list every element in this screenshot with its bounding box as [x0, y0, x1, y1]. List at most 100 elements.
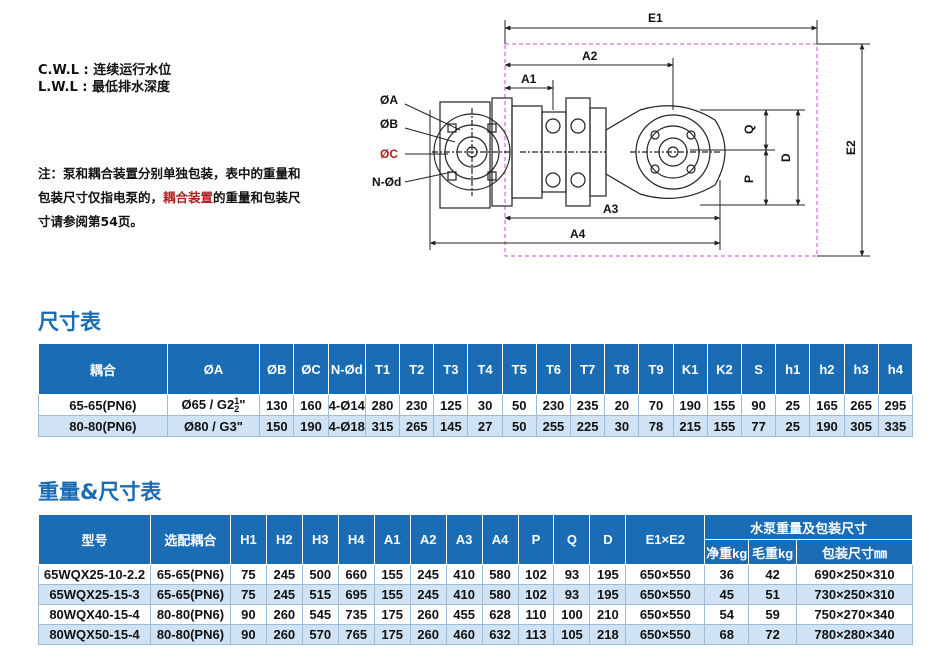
cell: 730×250×310	[796, 584, 913, 605]
col-header: T4	[467, 343, 503, 395]
cell: 245	[409, 564, 447, 585]
cell: 70	[638, 394, 674, 416]
cell: 36	[704, 564, 750, 585]
remark-highlight: 耦合装置	[163, 190, 214, 205]
col-header: T2	[399, 343, 435, 395]
col-header: K2	[706, 343, 742, 395]
cell: 230	[535, 394, 572, 416]
col-header: H4	[337, 514, 375, 565]
cell: 160	[293, 394, 329, 416]
cell: 42	[748, 564, 798, 585]
cell: 210	[589, 604, 627, 625]
cell: 190	[809, 415, 845, 437]
pump-dimension-drawing: E1 A2 A1 A3 A4 E2 Q P D ØA ØB ØC N-Ød	[372, 11, 870, 257]
cell: 650×550	[625, 604, 706, 625]
cell: 80-80(PN6)	[149, 624, 231, 645]
cell: 150	[259, 415, 295, 437]
cell: 90	[229, 604, 267, 625]
cell: 80-80(PN6)	[149, 604, 231, 625]
col-header: E1×E2	[625, 514, 706, 565]
cell: 650×550	[625, 564, 706, 585]
cell: 650×550	[625, 584, 706, 605]
group-header: 水泵重量及包装尺寸	[704, 514, 913, 540]
cell: 50	[501, 415, 537, 437]
cell: 660	[337, 564, 375, 585]
cell: 27	[467, 415, 503, 437]
cell: 245	[265, 564, 303, 585]
col-header: 耦合	[38, 343, 168, 395]
col-header: T5	[501, 343, 537, 395]
cell: 4-Ø18	[327, 415, 366, 437]
remark-prefix: 注：泵和耦合装置分别单独包装，表中的重量和包装尺寸仅指电泵的，	[38, 166, 301, 205]
col-header: h3	[843, 343, 879, 395]
cell: 460	[445, 624, 483, 645]
col-header: H2	[265, 514, 303, 565]
cell: 315	[364, 415, 401, 437]
cell: 4-Ø14	[327, 394, 366, 416]
cell: 155	[706, 394, 742, 416]
cell: 570	[301, 624, 339, 645]
col-header: T6	[535, 343, 572, 395]
cell: 113	[517, 624, 555, 645]
cell: 500	[301, 564, 339, 585]
cell: 90	[740, 394, 777, 416]
inch-mark: "	[239, 396, 246, 412]
inlet-flange	[432, 101, 512, 209]
cell: 30	[604, 415, 640, 437]
cell: 68	[704, 624, 750, 645]
cell: 130	[259, 394, 295, 416]
col-header: H3	[301, 514, 339, 565]
oa-value: Ø65 / G2	[181, 396, 235, 412]
label-a4: A4	[570, 227, 586, 241]
col-header: D	[589, 514, 627, 565]
label-a2: A2	[582, 49, 598, 63]
col-header: A3	[445, 514, 483, 565]
pump-body	[605, 105, 726, 199]
col-header: ØC	[293, 343, 329, 395]
cell: 215	[672, 415, 708, 437]
cell: 750×270×340	[796, 604, 913, 625]
col-header: T7	[570, 343, 606, 395]
cell: 580	[481, 584, 519, 605]
col-header: h4	[877, 343, 914, 395]
col-header: T9	[638, 343, 674, 395]
col-header: h1	[775, 343, 811, 395]
label-a1: A1	[521, 72, 537, 86]
weight-dimension-table-title: 重量&尺寸表	[38, 480, 162, 504]
cell: 25	[775, 415, 811, 437]
col-header: A2	[409, 514, 447, 565]
cell: 265	[843, 394, 879, 416]
cell: 155	[373, 564, 411, 585]
cell: 260	[265, 624, 303, 645]
cell: 145	[433, 415, 469, 437]
cell: 125	[433, 394, 469, 416]
cell: 65WQX25-10-2.2	[38, 564, 151, 585]
cell: 580	[481, 564, 519, 585]
cell: 260	[409, 624, 447, 645]
installation-frame	[504, 43, 818, 257]
cell: 245	[265, 584, 303, 605]
cell: 632	[481, 624, 519, 645]
cell: 455	[445, 604, 483, 625]
cell: 695	[337, 584, 375, 605]
label-oc: ØC	[380, 147, 398, 161]
cell: 545	[301, 604, 339, 625]
col-header: A1	[373, 514, 411, 565]
label-ob: ØB	[380, 117, 398, 131]
cell: 93	[553, 564, 591, 585]
sub-header: 包装尺寸㎜	[796, 539, 913, 565]
cell: 235	[570, 394, 606, 416]
fraction-numerator: 1	[234, 396, 240, 407]
cell: 255	[535, 415, 572, 437]
fraction-denominator: 2	[234, 404, 240, 415]
cell: 245	[409, 584, 447, 605]
col-header: 选配耦合	[149, 514, 231, 565]
cell: 93	[553, 584, 591, 605]
cell: 195	[589, 584, 627, 605]
col-header: A4	[481, 514, 519, 565]
label-nd: N-Ød	[372, 175, 401, 189]
cell: 735	[337, 604, 375, 625]
cell: 260	[409, 604, 447, 625]
cell: 165	[809, 394, 845, 416]
